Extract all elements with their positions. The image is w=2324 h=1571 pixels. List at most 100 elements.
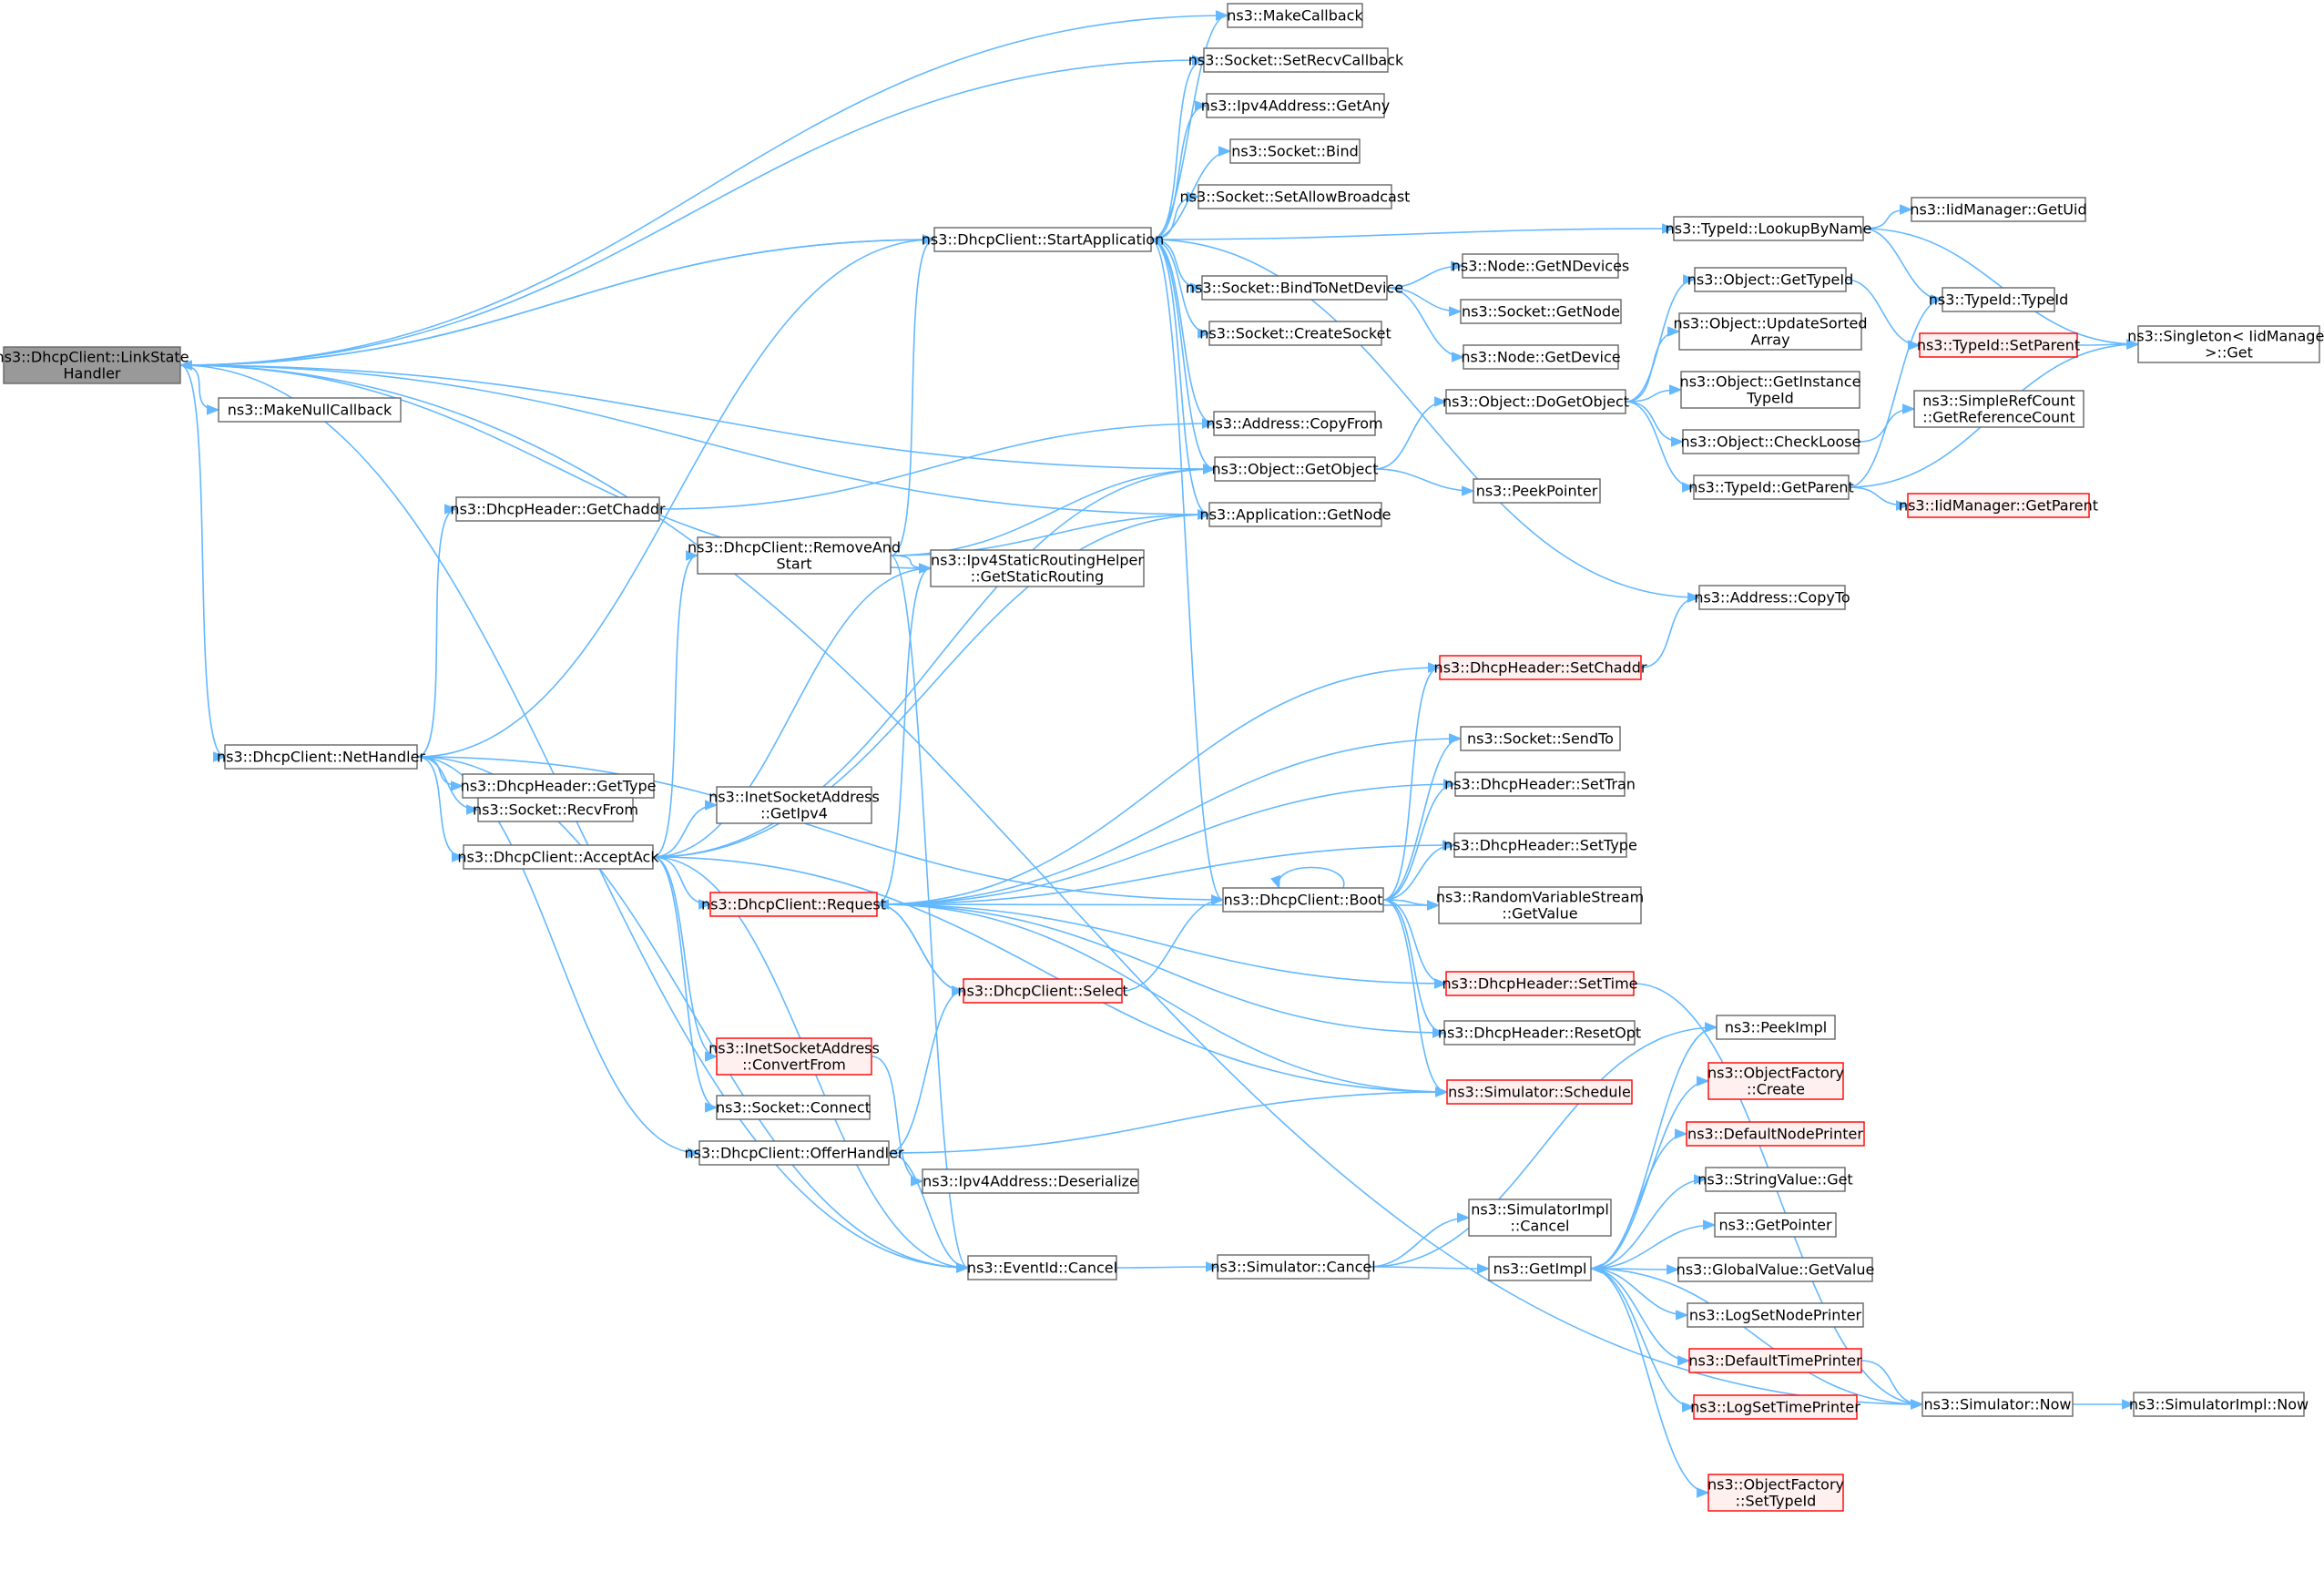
node-dhGetType[interactable]: ns3::DhcpHeader::GetType: [461, 773, 657, 799]
node-dhResetOpt[interactable]: ns3::DhcpHeader::ResetOpt: [1438, 1020, 1641, 1046]
node-dhSetTime[interactable]: ns3::DhcpHeader::SetTime: [1442, 971, 1638, 996]
node-box: [1688, 1348, 1862, 1373]
node-ipv4Deser[interactable]: ns3::Ipv4Address::Deserialize: [922, 1168, 1139, 1194]
node-select[interactable]: ns3::DhcpClient::Select: [957, 978, 1128, 1004]
node-box: [463, 844, 654, 870]
node-rvsGetValue[interactable]: ns3::RandomVariableStream::GetValue: [1436, 886, 1644, 924]
node-boot[interactable]: ns3::DhcpClient::Boot: [1222, 887, 1384, 913]
node-defNodePrinter[interactable]: ns3::DefaultNodePrinter: [1686, 1121, 1865, 1147]
node-objFactSetType[interactable]: ns3::ObjectFactory::SetTypeId: [1707, 1474, 1844, 1512]
node-label: ns3::Socket::CreateSocket: [1199, 325, 1391, 342]
node-sockBind[interactable]: ns3::Socket::Bind: [1229, 138, 1361, 164]
node-dhSetTran[interactable]: ns3::DhcpHeader::SetTran: [1444, 771, 1636, 797]
node-simpleRefCount[interactable]: ns3::SimpleRefCount::GetReferenceCount: [1913, 390, 2084, 428]
node-box: [1913, 390, 2084, 428]
node-makecb[interactable]: ns3::MakeCallback: [1227, 3, 1363, 28]
node-acceptAck[interactable]: ns3::DhcpClient::AcceptAck: [457, 844, 659, 870]
node-dhSetType[interactable]: ns3::DhcpHeader::SetType: [1443, 832, 1637, 858]
node-objGetObject[interactable]: ns3::Object::GetObject: [1212, 456, 1379, 482]
node-recvfrom[interactable]: ns3::Socket::RecvFrom: [473, 797, 638, 822]
node-bindToNet[interactable]: ns3::Socket::BindToNetDevice: [1186, 275, 1403, 301]
node-singletonGet[interactable]: ns3::Singleton< IidManager >::Get: [2127, 325, 2324, 363]
node-simCancel[interactable]: ns3::Simulator::Cancel: [1210, 1254, 1376, 1280]
node-typeSetParent[interactable]: ns3::TypeId::SetParent: [1917, 332, 2080, 358]
edge-removeStart-to-objGetObject: [890, 464, 1217, 556]
node-box: [1942, 287, 2055, 312]
node-box: [1227, 3, 1363, 28]
node-inetConvert[interactable]: ns3::InetSocketAddress::ConvertFrom: [708, 1037, 880, 1076]
node-label: ns3::InetSocketAddress: [708, 1040, 880, 1057]
edge-request-to-dhSetTime: [876, 903, 1448, 989]
node-addrCopyFrom[interactable]: ns3::Address::CopyFrom: [1206, 411, 1383, 436]
node-getPointer[interactable]: ns3::GetPointer: [1714, 1212, 1837, 1238]
node-objDoGet[interactable]: ns3::Object::DoGetObject: [1442, 389, 1629, 414]
node-box: [1716, 1015, 1836, 1040]
node-sockSendTo[interactable]: ns3::Socket::SendTo: [1460, 726, 1621, 751]
node-objGetTypeId[interactable]: ns3::Object::GetTypeId: [1687, 267, 1853, 292]
node-simImplCancel[interactable]: ns3::SimulatorImpl::Cancel: [1468, 1199, 1612, 1237]
node-offerH[interactable]: ns3::DhcpClient::OfferHandler: [685, 1140, 904, 1166]
node-addrCopyTo[interactable]: ns3::Address::CopyTo: [1694, 585, 1850, 610]
node-label: ns3::DhcpHeader::SetChaddr: [1434, 659, 1647, 677]
node-defTimePrinter[interactable]: ns3::DefaultTimePrinter: [1688, 1348, 1862, 1373]
node-setAllowBc[interactable]: ns3::Socket::SetAllowBroadcast: [1180, 184, 1411, 209]
node-box: [1687, 1302, 1864, 1328]
node-simSchedule[interactable]: ns3::Simulator::Schedule: [1446, 1079, 1633, 1105]
node-label: ::GetReferenceCount: [1922, 409, 2074, 426]
edge-startApp-to-ipv4GetAny: [1150, 100, 1208, 240]
node-label: ns3::Singleton< IidManager: [2127, 328, 2324, 345]
node-simImplNow[interactable]: ns3::SimulatorImpl::Now: [2129, 1392, 2309, 1417]
node-label: ns3::Socket::BindToNetDevice: [1186, 280, 1403, 297]
node-peekImpl[interactable]: ns3::PeekImpl: [1716, 1015, 1836, 1040]
node-sockConnect[interactable]: ns3::Socket::Connect: [716, 1095, 871, 1120]
edge-link-to-makecb: [179, 10, 1229, 366]
node-box: [1443, 1020, 1636, 1046]
node-peekPtr[interactable]: ns3::PeekPointer: [1473, 478, 1601, 504]
node-appGetNode[interactable]: ns3::Application::GetNode: [1200, 502, 1391, 527]
node-iidGetParent[interactable]: ns3::IidManager::GetParent: [1899, 493, 2098, 518]
node-dhSetChaddr[interactable]: ns3::DhcpHeader::SetChaddr: [1434, 655, 1647, 680]
node-globValGet[interactable]: ns3::GlobalValue::GetValue: [1677, 1257, 1875, 1282]
node-box: [1488, 1256, 1592, 1281]
node-netH[interactable]: ns3::DhcpClient::NetHandler: [217, 744, 425, 770]
node-createSock[interactable]: ns3::Socket::CreateSocket: [1199, 321, 1391, 346]
edge-objDoGet-to-objCheckLoose: [1625, 401, 1685, 447]
node-startApp[interactable]: ns3::DhcpClient::StartApplication: [922, 227, 1164, 252]
node-sockGetNode[interactable]: ns3::Socket::GetNode: [1460, 299, 1622, 324]
node-logSetNode[interactable]: ns3::LogSetNodePrinter: [1687, 1302, 1864, 1328]
node-typeLookup[interactable]: ns3::TypeId::LookupByName: [1666, 216, 1872, 241]
node-strValGet[interactable]: ns3::StringValue::Get: [1697, 1167, 1853, 1192]
node-getImpl[interactable]: ns3::GetImpl: [1488, 1256, 1592, 1281]
node-setRecvCb[interactable]: ns3::Socket::SetRecvCallback: [1188, 47, 1404, 73]
node-dhGetChaddr[interactable]: ns3::DhcpHeader::GetChaddr: [450, 496, 666, 522]
edge-defTimePrinter-to-simNow: [1860, 1360, 1924, 1410]
node-objFactCreate[interactable]: ns3::ObjectFactory::Create: [1707, 1062, 1844, 1100]
edge-request-to-dhSetType: [876, 840, 1456, 905]
node-label: ns3::Object::DoGetObject: [1442, 393, 1629, 411]
node-nodeGetN[interactable]: ns3::Node::GetNDevices: [1452, 253, 1630, 279]
node-eventCancel[interactable]: ns3::EventId::Cancel: [967, 1255, 1117, 1280]
node-typeGetParent[interactable]: ns3::TypeId::GetParent: [1688, 474, 1854, 500]
node-label: ::Create: [1747, 1081, 1805, 1098]
edge-boot-to-sockSendTo: [1382, 733, 1463, 901]
edge-link-to-netH: [179, 364, 227, 762]
node-iidGetUid[interactable]: ns3::IidManager::GetUid: [1910, 197, 2087, 222]
node-simNow[interactable]: ns3::Simulator::Now: [1921, 1392, 2074, 1417]
node-staticRouting[interactable]: ns3::Ipv4StaticRoutingHelper::GetStaticR…: [930, 549, 1145, 587]
edge-select-to-request: [875, 899, 964, 992]
edge-dhGetChaddr-to-addrCopyFrom: [658, 418, 1216, 510]
edge-netH-to-startApp: [416, 234, 936, 758]
node-inetGetIpv4[interactable]: ns3::InetSocketAddress::GetIpv4: [708, 786, 880, 824]
node-ipv4GetAny[interactable]: ns3::Ipv4Address::GetAny: [1201, 93, 1391, 118]
node-label: ns3::LogSetNodePrinter: [1689, 1307, 1862, 1324]
node-nodeGetDev[interactable]: ns3::Node::GetDevice: [1461, 344, 1621, 370]
node-makenull[interactable]: ns3::MakeNullCallback: [218, 397, 402, 423]
node-typeIdCtor[interactable]: ns3::TypeId::TypeId: [1929, 287, 2068, 312]
node-request[interactable]: ns3::DhcpClient::Request: [701, 892, 886, 917]
node-objCheckLoose[interactable]: ns3::Object::CheckLoose: [1681, 429, 1861, 454]
node-logSetTime[interactable]: ns3::LogSetTimePrinter: [1690, 1394, 1860, 1420]
